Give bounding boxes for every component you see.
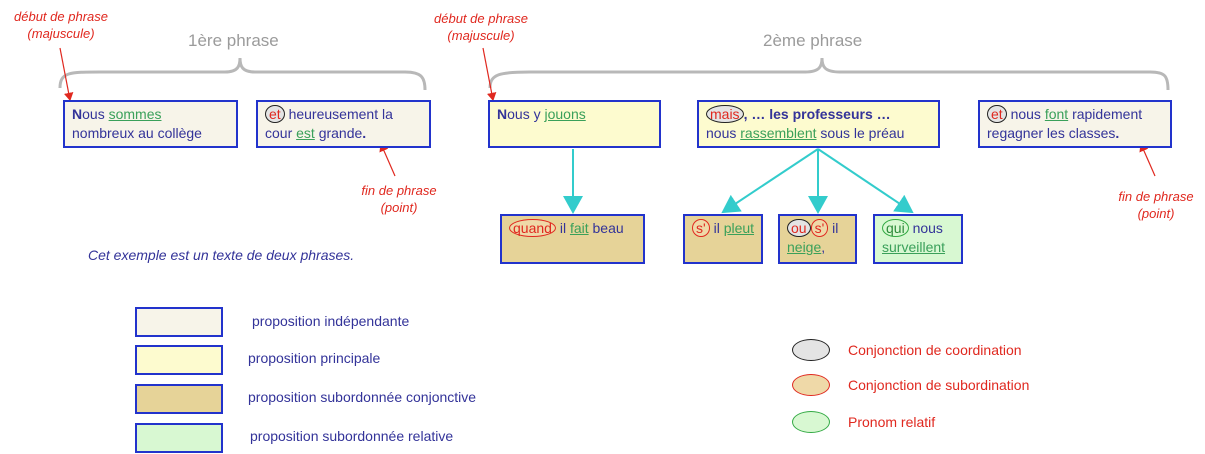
- verb: font: [1044, 106, 1069, 122]
- clause-nous-sommes: Nous sommes nombreux au collège: [63, 100, 238, 148]
- clause-text: ous: [82, 106, 109, 122]
- start-sub: (majuscule): [27, 26, 95, 41]
- brace-sentence-2: [488, 57, 1170, 91]
- verb: rassemblent: [740, 125, 817, 141]
- verb: pleut: [723, 220, 755, 236]
- legend-box-principale: [135, 345, 223, 375]
- period: .: [362, 125, 367, 141]
- legend-label-independante: proposition indépendante: [252, 313, 410, 329]
- sub-conjunction-oval: quand: [509, 219, 556, 237]
- clause-text: grande: [314, 125, 363, 141]
- capital-letter: N: [497, 106, 508, 122]
- end-label: fin de phrase: [1118, 189, 1194, 204]
- clause-professeurs: mais, … les professeurs … nous rassemble…: [697, 100, 940, 148]
- clause-text: nous: [706, 125, 741, 141]
- verb: surveillent: [882, 239, 946, 255]
- end-sub: (point): [380, 200, 418, 215]
- capital-letter: N: [72, 106, 83, 122]
- brace-sentence-1: [58, 57, 427, 91]
- summary-text: Cet exemple est un texte de deux phrases…: [88, 247, 355, 263]
- arrow-start-1: [59, 47, 74, 102]
- start-label: début de phrase: [434, 11, 528, 26]
- arrow-end-2: [1139, 142, 1156, 177]
- clause-text: nombreux au collège: [72, 125, 202, 141]
- coord-conjunction-oval: ou: [787, 219, 811, 237]
- clause-text: ous y: [507, 106, 545, 122]
- period: .: [1115, 125, 1120, 141]
- clause-sil-pleut: s' il pleut: [683, 214, 763, 264]
- sentence-title-2: 2ème phrase: [763, 31, 863, 50]
- clause-text: il: [555, 220, 570, 236]
- legend-oval-relatif: [792, 411, 830, 433]
- start-annotation-2: début de phrase (majuscule): [420, 10, 542, 44]
- clause-text: , … les professeurs …: [743, 106, 891, 122]
- verb: fait: [569, 220, 589, 236]
- end-sub: (point): [1137, 206, 1175, 221]
- clause-qui-nous-surveillent: qui nous surveillent: [873, 214, 963, 264]
- clause-text: sous le préau: [816, 125, 905, 141]
- legend-box-independante: [135, 307, 223, 337]
- clause-heureusement: et heureusement la cour est grande.: [256, 100, 431, 148]
- arrow-qui: [817, 148, 914, 214]
- clause-text: rapidement: [1068, 106, 1143, 122]
- clause-text: ,: [821, 239, 826, 255]
- end-annotation-1: fin de phrase (point): [340, 182, 458, 216]
- verb: sommes: [108, 106, 162, 122]
- sub-conjunction-oval: s': [810, 219, 829, 237]
- arrow-start-2: [482, 47, 497, 102]
- verb: est: [296, 125, 315, 141]
- legend-oval-subordination: [792, 374, 830, 396]
- legend-label-relatif: Pronom relatif: [848, 414, 936, 430]
- clause-text: il: [828, 220, 839, 236]
- clause-text: heureusement la: [284, 106, 393, 122]
- start-sub: (majuscule): [447, 28, 515, 43]
- legend-label-conjonctive: proposition subordonnée conjonctive: [248, 389, 477, 405]
- clause-nous-y-jouons: Nous y jouons: [488, 100, 661, 148]
- end-label: fin de phrase: [361, 183, 437, 198]
- clause-text: nous: [908, 220, 943, 236]
- legend-box-relative: [135, 423, 223, 453]
- coord-conjunction-oval: mais: [706, 105, 744, 123]
- legend-label-principale: proposition principale: [248, 350, 381, 366]
- relative-pronoun-oval: qui: [882, 219, 909, 237]
- arrow-sil: [721, 148, 819, 214]
- clause-text: nous: [1006, 106, 1045, 122]
- verb: jouons: [544, 106, 586, 122]
- coord-conjunction-oval: et: [265, 105, 285, 123]
- legend-label-coordination: Conjonction de coordination: [848, 342, 1022, 358]
- start-annotation-1: début de phrase (majuscule): [0, 8, 122, 42]
- clause-text: beau: [588, 220, 624, 236]
- legend-label-relative: proposition subordonnée relative: [250, 428, 454, 444]
- legend-box-conjonctive: [135, 384, 223, 414]
- sentence-title-1: 1ère phrase: [188, 31, 279, 50]
- end-annotation-2: fin de phrase (point): [1097, 188, 1205, 222]
- legend-label-subordination: Conjonction de subordination: [848, 377, 1030, 393]
- clause-quand-il-fait-beau: quand il fait beau: [500, 214, 645, 264]
- legend-oval-coordination: [792, 339, 830, 361]
- coord-conjunction-oval: et: [987, 105, 1007, 123]
- clause-text: regagner les classes: [987, 125, 1116, 141]
- arrow-end-1: [379, 142, 396, 177]
- clause-text: il: [709, 220, 724, 236]
- clause-text: cour: [265, 125, 297, 141]
- clause-regagner: et nous font rapidement regagner les cla…: [978, 100, 1172, 148]
- verb: neige: [787, 239, 822, 255]
- start-label: début de phrase: [14, 9, 108, 24]
- sub-conjunction-oval: s': [692, 219, 710, 237]
